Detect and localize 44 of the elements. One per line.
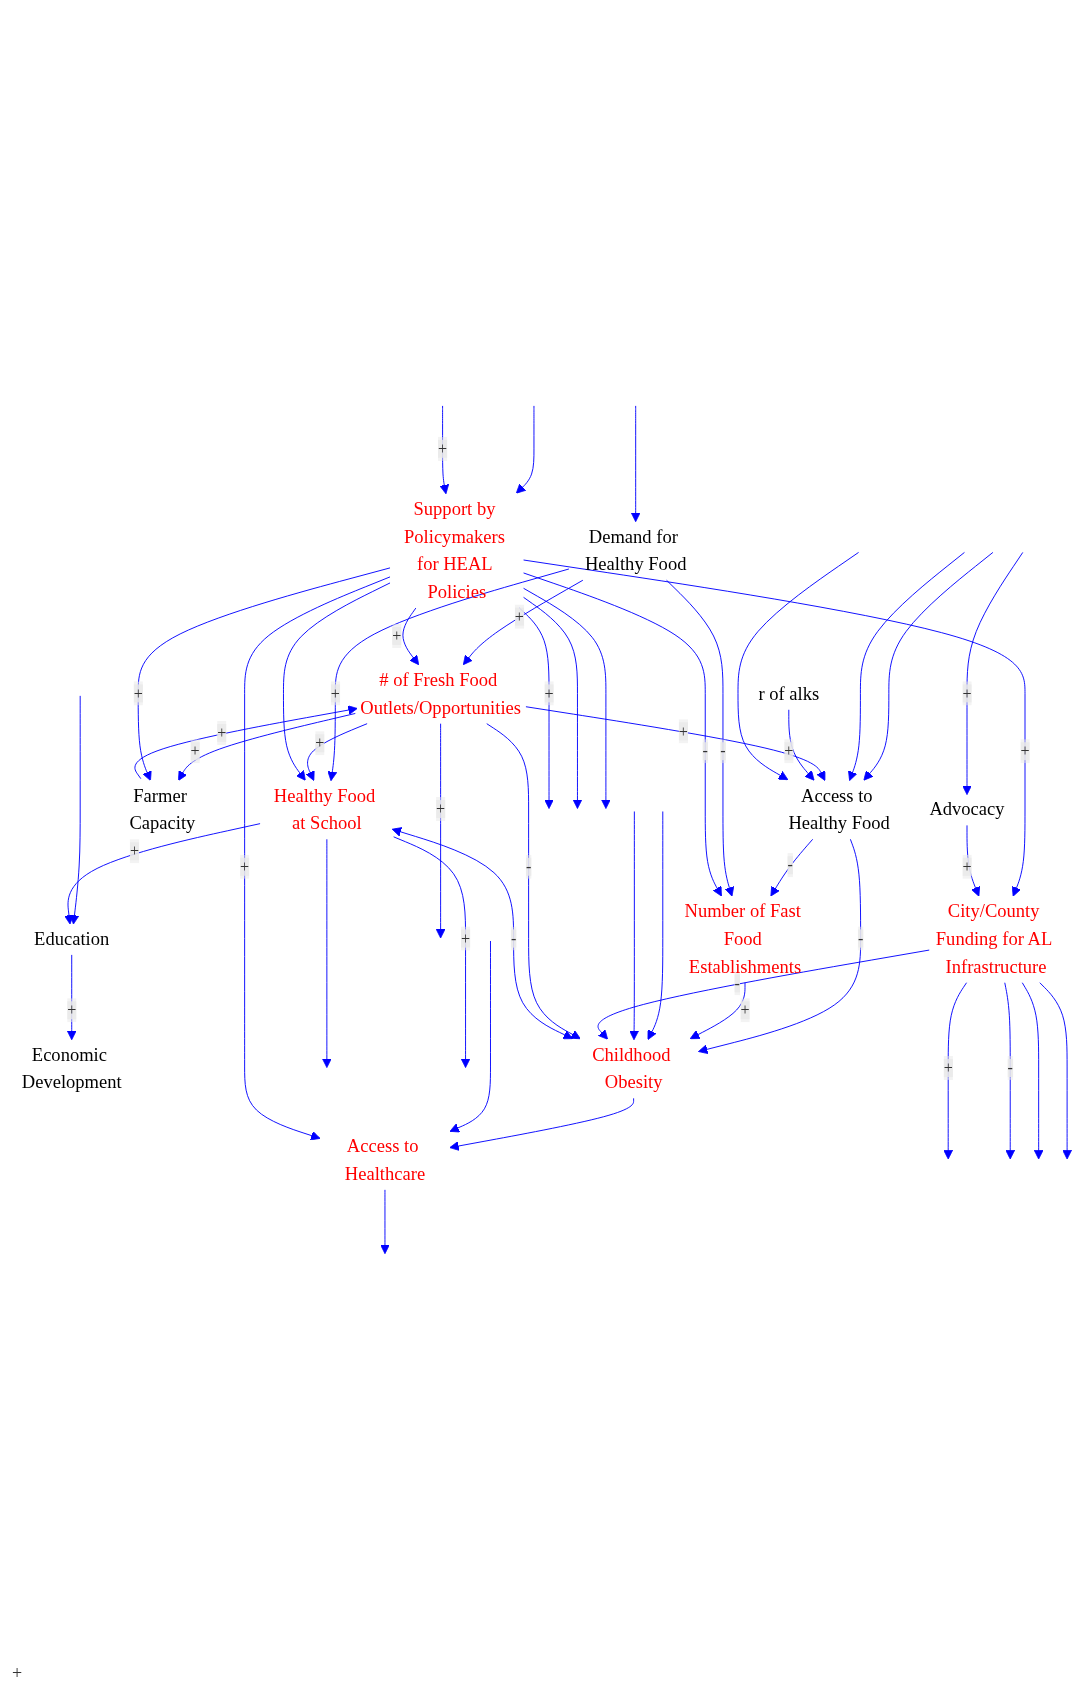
- edge-label: +: [962, 684, 972, 703]
- node-text: Advocacy: [929, 798, 1005, 819]
- edge-label: +: [133, 684, 143, 703]
- edge-label: +: [514, 607, 524, 626]
- edge-label: +: [315, 733, 325, 752]
- node-text: r of alks: [758, 682, 820, 704]
- node-text: Support by Policymakers for HEAL Policies: [403, 497, 505, 602]
- polarity-sign: +: [12, 1663, 23, 1683]
- edge-label: -: [787, 855, 793, 874]
- node-text: Farmer Capacity: [129, 784, 196, 833]
- edge-label: +: [962, 857, 972, 876]
- edge-label: +: [943, 1058, 953, 1077]
- node-text: Number of Fast Food Establishments: [684, 900, 802, 977]
- node-text: # of Fresh Food Outlets/Opportunities: [360, 668, 521, 718]
- edge-label: +: [1020, 741, 1030, 760]
- edge-label: -: [720, 741, 726, 760]
- edge-label: -: [510, 929, 517, 948]
- edge-label: +: [217, 723, 227, 742]
- node-text: Access to Healthy Food: [788, 784, 890, 833]
- node-text: Demand for Healthy Food: [584, 525, 687, 574]
- edge-label: +: [392, 626, 402, 645]
- edge-label: +: [67, 1000, 77, 1019]
- node-text: Healthy Food at School: [273, 784, 376, 833]
- edge-label: -: [1007, 1058, 1013, 1077]
- edge-label: +: [678, 722, 688, 741]
- edge-label: +: [330, 684, 340, 703]
- node-text: Education: [34, 928, 110, 949]
- edge-label: +: [436, 799, 446, 818]
- edge-label: -: [734, 974, 740, 992]
- edge-label: +: [784, 741, 794, 760]
- edge-label: -: [525, 857, 532, 876]
- edge-label: +: [438, 439, 448, 458]
- edge-label: +: [544, 684, 554, 703]
- edge-label: +: [461, 929, 471, 948]
- edge-label: +: [129, 841, 139, 860]
- edge-label: +: [740, 1000, 750, 1019]
- node-text: Economic Development: [21, 1043, 122, 1092]
- edge-label: -: [857, 929, 864, 948]
- edge-label: +: [190, 741, 200, 760]
- edge-label: +: [240, 857, 250, 876]
- node-text: Access to Healthcare: [344, 1135, 426, 1184]
- node-text: City/County Funding for AL Infrastructure: [935, 900, 1052, 977]
- edge-label: -: [702, 741, 708, 760]
- node-text: Childhood Obesity: [592, 1043, 671, 1092]
